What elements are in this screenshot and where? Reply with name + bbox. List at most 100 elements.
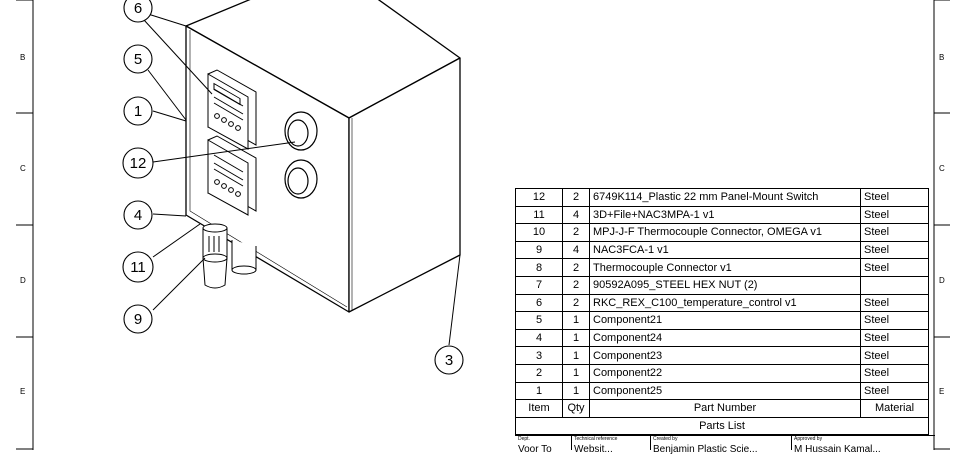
material-cell: Steel <box>860 311 929 330</box>
qty-cell: 1 <box>562 346 590 365</box>
item-cell: 11 <box>515 205 563 225</box>
material-cell <box>860 275 929 295</box>
qty-cell: 4 <box>562 240 590 260</box>
zone-right-c: C <box>939 164 945 173</box>
item-cell: 12 <box>515 188 563 207</box>
title-block <box>515 435 935 451</box>
header-part-number: Part Number <box>589 399 861 418</box>
balloon-label-1: 1 <box>134 103 142 120</box>
balloon-5 <box>123 44 153 74</box>
item-cell: 9 <box>515 240 563 260</box>
balloon-label-5: 5 <box>134 51 142 68</box>
balloon-label-12: 12 <box>130 155 147 172</box>
balloon-9 <box>123 304 153 334</box>
balloons <box>122 0 464 375</box>
qty-cell: 1 <box>562 311 590 330</box>
part-number-cell: Component24 <box>589 328 861 348</box>
material-cell: Steel <box>860 381 929 401</box>
qty-cell: 2 <box>562 223 590 242</box>
material-cell: Steel <box>860 240 929 260</box>
zone-left-c: C <box>20 164 26 173</box>
zone-left-d: D <box>20 276 26 285</box>
part-number-cell: NAC3FCA-1 v1 <box>589 240 861 260</box>
qty-cell: 1 <box>562 328 590 348</box>
leader-lines <box>143 13 461 346</box>
header-material: Material <box>860 399 929 418</box>
panel-switch-upper <box>284 111 318 151</box>
material-cell: Steel <box>860 223 929 242</box>
qty-cell: 1 <box>562 381 590 401</box>
part-number-cell: Component21 <box>589 311 861 330</box>
balloon-label-11: 11 <box>130 259 146 276</box>
balloon-1 <box>123 96 153 126</box>
balloon-4 <box>123 200 153 230</box>
item-cell: 4 <box>515 328 563 348</box>
item-cell: 6 <box>515 293 563 313</box>
material-cell: Steel <box>860 188 929 207</box>
created-label: Created by <box>653 436 678 442</box>
zone-ticks <box>16 0 950 450</box>
material-cell: Steel <box>860 293 929 313</box>
qty-cell: 2 <box>562 293 590 313</box>
item-cell: 2 <box>515 363 563 383</box>
part-number-cell: 90592A095_STEEL HEX NUT (2) <box>589 275 861 295</box>
qty-cell: 2 <box>562 258 590 277</box>
item-cell: 8 <box>515 258 563 277</box>
techref-label: Technical reference <box>574 436 618 442</box>
qty-cell: 1 <box>562 363 590 383</box>
zone-left-b: B <box>20 53 26 62</box>
zone-right-d: D <box>939 276 945 285</box>
item-cell: 1 <box>515 381 563 401</box>
balloon-label-9: 9 <box>134 311 142 328</box>
balloon-6 <box>123 0 153 23</box>
part-number-cell: Component23 <box>589 346 861 365</box>
part-number-cell: Thermocouple Connector v1 <box>589 258 861 277</box>
balloon-label-4: 4 <box>134 207 142 224</box>
balloon-label-6: 6 <box>134 0 142 17</box>
qty-cell: 4 <box>562 205 590 225</box>
material-cell: Steel <box>860 346 929 365</box>
qty-cell: 2 <box>562 275 590 295</box>
balloon-label-3: 3 <box>445 352 453 369</box>
material-cell: Steel <box>860 258 929 277</box>
balloon-11 <box>122 251 154 283</box>
part-number-cell: RKC_REX_C100_temperature_control v1 <box>589 293 861 313</box>
parts-list-header-row: Item Qty Part Number Material <box>515 399 929 418</box>
zone-right-b: B <box>939 53 945 62</box>
item-cell: 7 <box>515 275 563 295</box>
temperature-controller-lower <box>207 135 257 216</box>
zone-right-e: E <box>939 387 945 396</box>
balloon-3 <box>434 345 464 375</box>
item-cell: 5 <box>515 311 563 330</box>
balloon-12 <box>122 147 154 179</box>
part-number-cell: Component22 <box>589 363 861 383</box>
item-cell: 3 <box>515 346 563 365</box>
part-number-cell: MPJ-J-F Thermocouple Connector, OMEGA v1 <box>589 223 861 242</box>
parts-list-title: Parts List <box>515 416 929 436</box>
bottom-connectors <box>202 223 257 289</box>
temperature-controller-upper <box>207 69 257 150</box>
header-qty: Qty <box>562 399 590 418</box>
material-cell: Steel <box>860 328 929 348</box>
panel-switch-lower <box>284 159 318 199</box>
approved-label: Approved by <box>794 436 823 442</box>
material-cell: Steel <box>860 363 929 383</box>
parts-list-title-row: Parts List <box>515 416 929 436</box>
item-cell: 10 <box>515 223 563 242</box>
part-number-cell: 3D+File+NAC3MPA-1 v1 <box>589 205 861 225</box>
material-cell: Steel <box>860 205 929 225</box>
qty-cell: 2 <box>562 188 590 207</box>
part-number-cell: Component25 <box>589 381 861 401</box>
